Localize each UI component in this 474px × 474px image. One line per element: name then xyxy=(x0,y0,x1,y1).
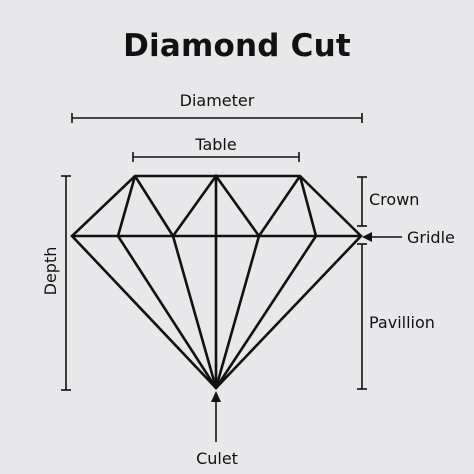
gridle-arrow xyxy=(362,232,402,242)
crown-facet xyxy=(116,175,137,237)
diamond-shape xyxy=(70,173,363,390)
table-label: Table xyxy=(195,135,237,154)
pavilion-facet xyxy=(116,235,218,389)
pavillion-label: Pavillion xyxy=(369,313,435,332)
gridle-label: Gridle xyxy=(407,228,455,247)
crown-dimension xyxy=(357,176,367,227)
crown-facet xyxy=(133,173,302,239)
diagram-title: Diamond Cut xyxy=(123,28,351,64)
depth-label: Depth xyxy=(41,246,60,296)
culet-arrow xyxy=(211,391,221,442)
pavillion-dimension xyxy=(357,243,367,390)
depth-dimension xyxy=(61,175,71,391)
diameter-dimension xyxy=(71,113,363,123)
culet-label: Culet xyxy=(196,449,238,468)
diamond-outline xyxy=(70,174,363,390)
crown-facet xyxy=(298,175,318,237)
crown-label: Crown xyxy=(369,190,420,209)
pavilion-facet xyxy=(214,235,318,389)
diameter-label: Diameter xyxy=(179,91,255,110)
pavilion-facet xyxy=(171,235,218,389)
table-dimension xyxy=(132,152,300,162)
pavilion-facet xyxy=(214,235,261,389)
